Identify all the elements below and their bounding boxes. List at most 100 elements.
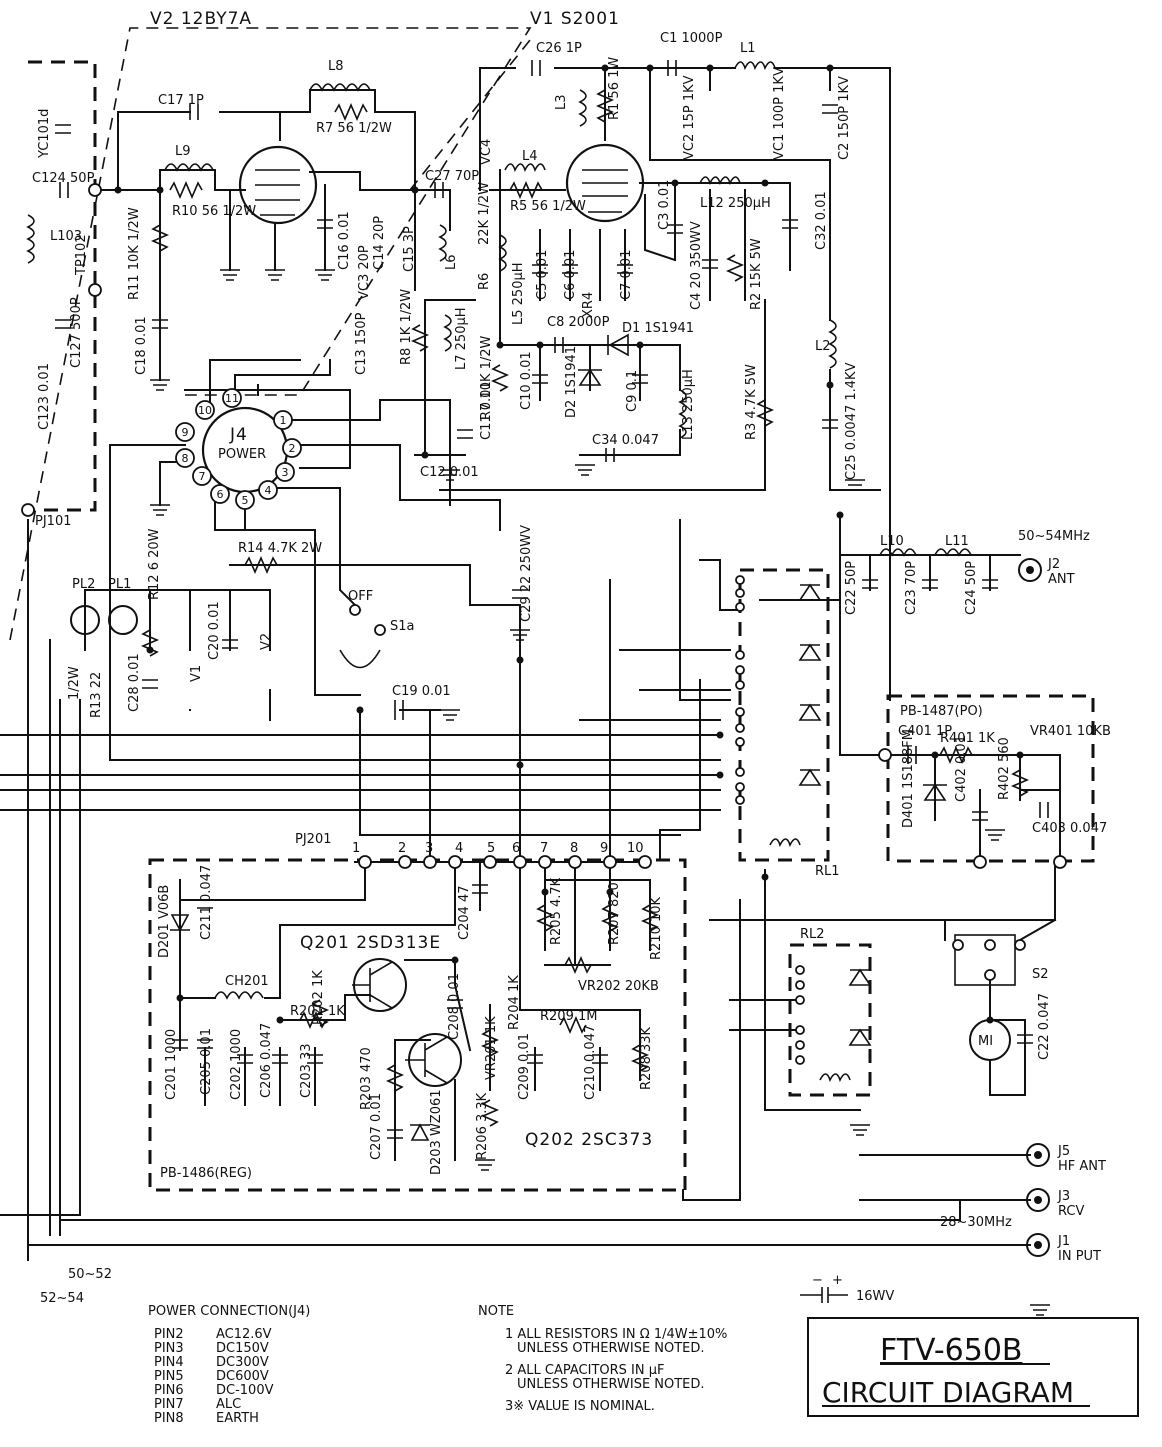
component-label: R210 10K <box>649 896 664 960</box>
component-label: C403 0.047 <box>1032 821 1107 836</box>
off-label: OFF <box>348 589 373 604</box>
power-pin-value: DC600V <box>216 1369 269 1384</box>
component-label: D401 1S188FM <box>901 729 916 828</box>
component-label: R202 1K <box>311 970 326 1025</box>
component-label: C401 1P <box>898 724 952 739</box>
component-label: C12 0.01 <box>420 465 479 480</box>
component-label: R1 56 1W <box>607 57 622 120</box>
component-label: C9 0.1 <box>625 370 640 412</box>
component-label: XR4 <box>581 292 596 318</box>
pj201-pin-number: 1 <box>352 841 360 856</box>
component-label: C25 0.0047 1.4KV <box>844 362 859 480</box>
j1-label: J1 <box>1057 1234 1070 1249</box>
component-label: C28 0.01 <box>127 653 142 712</box>
component-label: VC2 15P 1KV <box>682 75 697 160</box>
enclosure-lines <box>9 27 1095 1192</box>
component-label: C13 150P <box>354 312 369 375</box>
component-label: 22K 1/2W <box>477 182 492 245</box>
component-label: C32 0.01 <box>814 191 829 250</box>
j2-freq-label: 50~54MHz <box>1018 529 1090 544</box>
component-label: C211 0.047 <box>199 865 214 940</box>
component-label: V1 <box>189 665 204 682</box>
band-50-52-label: 50~52 <box>68 1267 112 1282</box>
component-label: C24 50P <box>964 561 979 615</box>
j2-label: J2 <box>1047 557 1060 572</box>
component-label: L1 <box>740 41 756 56</box>
note-1-cont: UNLESS OTHERWISE NOTED. <box>517 1341 705 1356</box>
tube-labels: V2 12BY7A V1 S2001 <box>150 9 619 29</box>
pj201-pin-number: 5 <box>487 841 495 856</box>
power-pin-name: PIN3 <box>154 1341 184 1356</box>
component-label: C14 20P <box>372 216 387 270</box>
transistors <box>352 958 462 1087</box>
component-label: C1 1000P <box>660 31 723 46</box>
component-label: Q202 2SC373 <box>525 1130 653 1150</box>
pj201-label: PJ201 <box>295 832 332 847</box>
pj201-pin-number: 3 <box>425 841 433 856</box>
component-label: R209 1M <box>540 1009 597 1024</box>
component-label: L13 250μH <box>681 369 696 440</box>
power-pin-name: PIN7 <box>154 1397 184 1412</box>
j4-pin-number: 1 <box>280 414 287 427</box>
component-label: TP102 <box>74 234 89 276</box>
component-label: PL2 <box>72 577 95 592</box>
power-pin-name: PIN8 <box>154 1411 184 1426</box>
legend-minus: − <box>812 1273 823 1288</box>
component-label: L4 <box>522 149 538 164</box>
j4-pin <box>273 410 293 430</box>
power-pin-value: ALC <box>216 1397 241 1412</box>
component-label: C124 50P <box>32 171 95 186</box>
component-label: L12 250μH <box>700 196 771 211</box>
note-2-cont: UNLESS OTHERWISE NOTED. <box>517 1377 705 1392</box>
j4-pin-number: 4 <box>265 484 272 497</box>
relay-rl1-contacts <box>735 575 822 805</box>
m1-label: MI <box>978 1034 993 1049</box>
j4-pin <box>282 438 302 458</box>
j4-pin <box>175 448 195 468</box>
j4-pin-number: 6 <box>217 488 224 501</box>
j4-pin <box>175 422 195 442</box>
pj201-pin-number: 2 <box>398 841 406 856</box>
component-label: CH201 <box>225 974 269 989</box>
tube-v1 <box>565 143 645 223</box>
pj201-pin-number: 7 <box>540 841 548 856</box>
tube-v2-label: V2 12BY7A <box>150 9 252 29</box>
component-label: VC4 <box>479 139 494 165</box>
j4-pin <box>195 400 215 420</box>
model-title: FTV-650B <box>880 1333 1023 1368</box>
component-label: C17 1P <box>158 93 204 108</box>
component-label: L5 250μH <box>511 262 526 325</box>
component-label: L9 <box>175 144 191 159</box>
component-label: L11 <box>945 534 969 549</box>
component-label: L10 <box>880 534 904 549</box>
component-label: R402 560 <box>997 737 1012 800</box>
inductor-coils <box>26 61 972 1083</box>
component-label: C209 0.01 <box>517 1033 532 1100</box>
component-label: R6 <box>477 273 492 290</box>
power-pin-value: AC12.6V <box>216 1327 272 1342</box>
j4-pin-number: 10 <box>198 404 212 417</box>
component-label: C22 0.047 <box>1037 993 1052 1060</box>
j5-hf-ant-label: HF ANT <box>1058 1159 1106 1174</box>
pj201-pin-number: 6 <box>512 841 520 856</box>
wiring <box>0 67 1061 1261</box>
component-label: C2 150P 1KV <box>837 76 852 160</box>
component-label: R203 470 <box>359 1047 374 1110</box>
j4-pin <box>275 462 295 482</box>
component-label: C210 0.047 <box>583 1025 598 1100</box>
polarity-legend: − + 16WV <box>800 1273 894 1304</box>
legend-16wv: 16WV <box>856 1289 894 1304</box>
component-label: L2 <box>815 339 831 354</box>
component-label: R13 22 <box>89 672 104 718</box>
component-label: C15 3P <box>402 226 417 272</box>
component-label: R205 4.7K <box>549 877 564 945</box>
component-label: R14 4.7K 2W <box>238 541 322 556</box>
power-connection-title: POWER CONNECTION(J4) <box>148 1304 310 1319</box>
notes-block: NOTE 1 ALL RESISTORS IN Ω 1/4W±10% UNLES… <box>478 1304 727 1414</box>
component-label: VR201 1K <box>484 1016 499 1080</box>
component-label: C7 0.01 <box>619 250 634 300</box>
component-label: C18 0.01 <box>134 316 149 375</box>
j4-label: J4 <box>229 425 248 445</box>
component-label: C208 0.01 <box>447 973 462 1040</box>
